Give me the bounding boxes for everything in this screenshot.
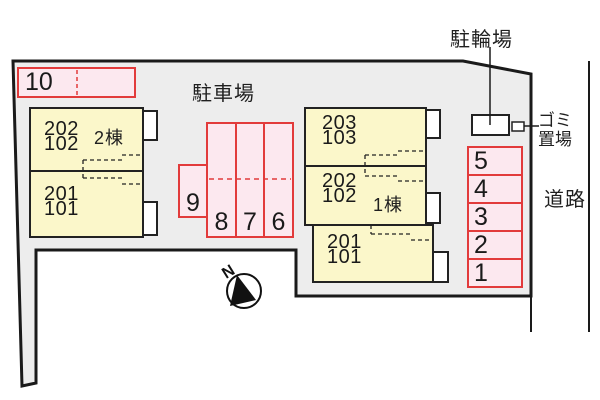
room-number: 102: [322, 185, 357, 207]
parking-number-10: 10: [25, 68, 53, 96]
room-number: 101: [327, 246, 362, 268]
building-2-outline: [29, 107, 144, 238]
parking-number-5: 5: [474, 147, 488, 175]
parking-number-2: 2: [474, 231, 488, 259]
parking-number-4: 4: [474, 175, 488, 203]
room-number: 202: [322, 170, 357, 192]
building-1-entrance-middle: [425, 192, 441, 224]
parking-lot-label: 駐車場: [192, 83, 255, 105]
building-2-name: 2棟: [94, 128, 125, 148]
road-label: 道路: [544, 189, 586, 211]
garbage-box: [511, 121, 525, 132]
building-1-entrance-top: [425, 109, 441, 139]
building-2-rooms-201-101: 201 101: [44, 183, 79, 220]
parking-block-8-7-6: [206, 122, 294, 238]
parking-number-3: 3: [474, 203, 488, 231]
building-1-rooms-203-103: 203 103: [322, 112, 357, 149]
parking-number-6: 6: [271, 208, 286, 236]
room-number: 102: [44, 133, 79, 155]
garbage-label-line2: 置場: [538, 130, 572, 149]
building-1-name: 1棟: [373, 195, 404, 215]
building-2-balcony-dashes: [82, 154, 143, 185]
parking-number-9: 9: [186, 189, 200, 217]
parking-column-right: [467, 146, 523, 288]
building-1-rooms-202-102: 202 102: [322, 170, 357, 207]
bicycle-parking-label: 駐輪場: [450, 29, 513, 51]
room-number: 201: [44, 183, 79, 205]
garbage-label-line1: ゴミ: [538, 111, 572, 130]
room-number: 101: [44, 198, 79, 220]
building-1-balcony-dashes: [364, 150, 433, 241]
garbage-label: ゴミ 置場: [538, 111, 572, 149]
parking-number-7: 7: [243, 208, 257, 236]
parking-number-8: 8: [214, 208, 229, 236]
building-2-entrance-top: [142, 110, 158, 141]
building-1-entrance-bottom: [432, 251, 449, 283]
room-number: 103: [322, 127, 357, 149]
room-number: 202: [44, 118, 79, 140]
room-number: 201: [327, 231, 362, 253]
building-2-entrance-bottom: [142, 201, 158, 236]
building-1-rooms-201-101: 201 101: [327, 231, 362, 268]
parking-number-1: 1: [474, 259, 488, 287]
room-number: 203: [322, 112, 357, 134]
compass-icon: N: [219, 262, 262, 309]
building-2-rooms-202-102: 202 102: [44, 118, 79, 155]
